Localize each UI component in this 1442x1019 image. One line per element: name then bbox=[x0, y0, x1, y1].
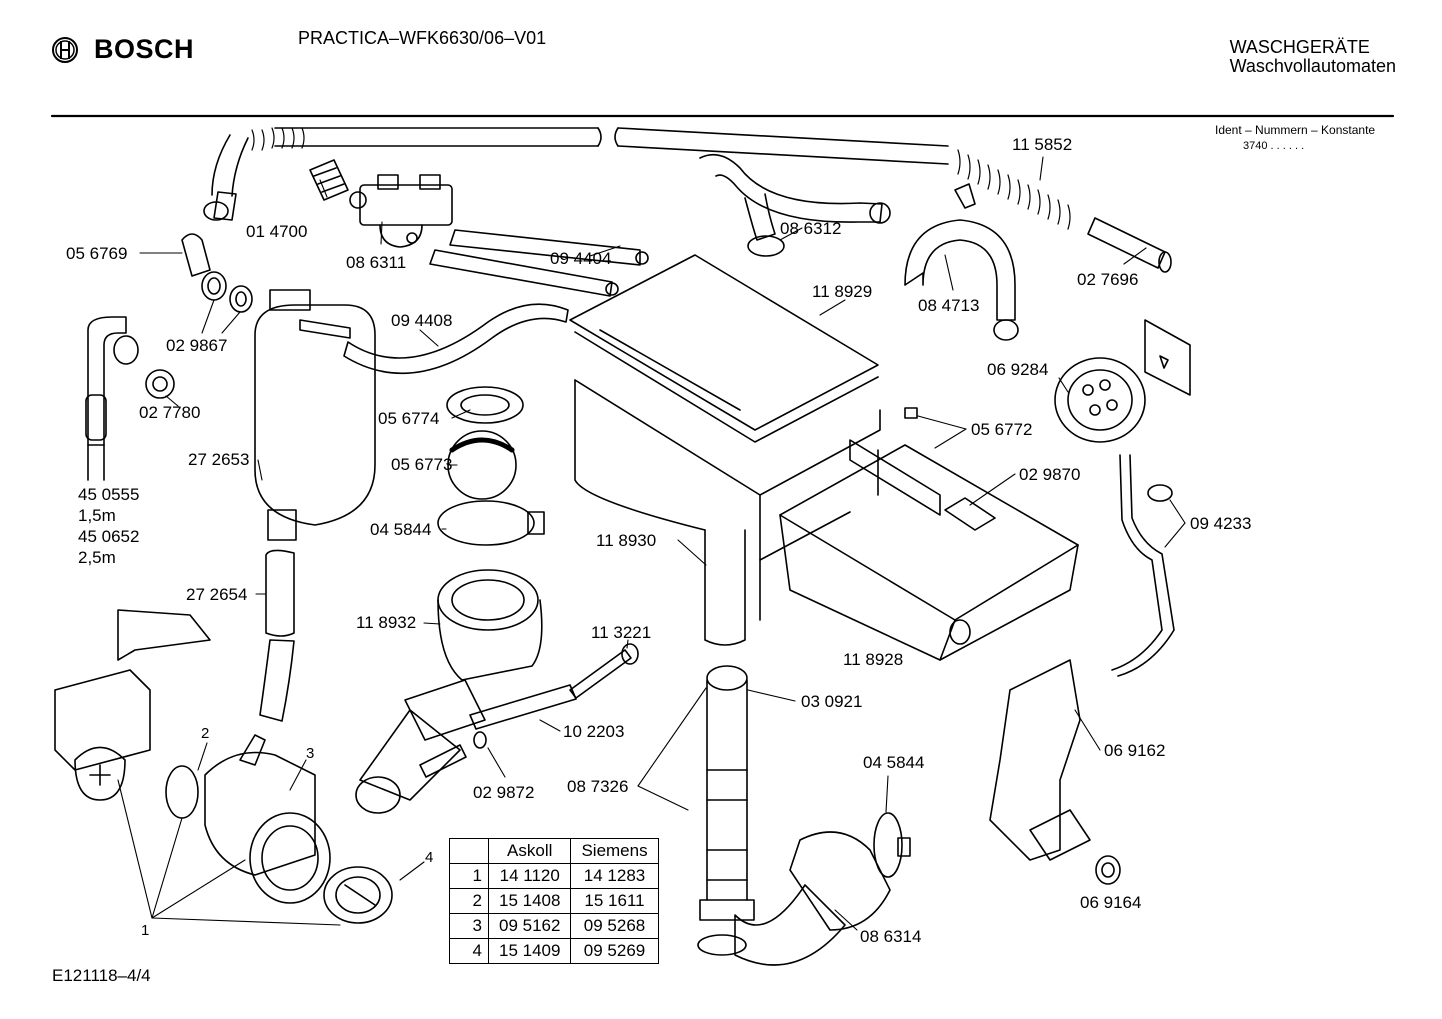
askoll-part: 15 1409 bbox=[487, 938, 572, 964]
category-line-2: Waschvollautomaten bbox=[1229, 56, 1396, 76]
label-113221: 11 3221 bbox=[591, 623, 651, 642]
label-029867: 02 9867 bbox=[166, 336, 227, 355]
table-header-row: Askoll Siemens bbox=[449, 838, 659, 864]
ident-code: 3740 . . . . . . bbox=[1243, 140, 1305, 152]
model-title: PRACTICA–WFK6630/06–V01 bbox=[298, 28, 547, 48]
brand-name: BOSCH bbox=[94, 34, 195, 64]
label-094404: 09 4404 bbox=[550, 249, 611, 268]
label-450652: 45 0652 bbox=[78, 527, 139, 546]
label-115852: 11 5852 bbox=[1012, 135, 1072, 154]
label-length-2: 2,5m bbox=[78, 548, 116, 567]
bosch-logo-icon bbox=[52, 36, 78, 63]
elbow-056769-drawing bbox=[181, 233, 211, 277]
pump-assembly-drawing bbox=[54, 609, 393, 924]
label-272654: 27 2654 bbox=[186, 585, 247, 604]
housing-118930-drawing bbox=[574, 379, 881, 646]
drawing-reference: E121118–4/4 bbox=[52, 966, 151, 985]
label-056774: 05 6774 bbox=[378, 409, 439, 428]
rod-113221-drawing bbox=[569, 649, 632, 699]
brand-block: BOSCH bbox=[50, 34, 194, 65]
hose-086312-drawing bbox=[699, 153, 883, 223]
askoll-part: 14 1120 bbox=[487, 863, 572, 889]
label-084713: 08 4713 bbox=[918, 296, 979, 315]
table-row: 1 14 1120 14 1283 bbox=[449, 863, 659, 889]
leader-lines bbox=[117, 156, 1186, 931]
label-118932: 11 8932 bbox=[356, 613, 416, 632]
label-029872: 02 9872 bbox=[473, 783, 534, 802]
label-094233: 09 4233 bbox=[1190, 514, 1251, 533]
category-block: WASCHGERÄTE Waschvollautomaten bbox=[1230, 38, 1396, 76]
row-index: 4 bbox=[449, 938, 489, 964]
label-118929: 11 8929 bbox=[812, 282, 872, 301]
clamp-084713-drawing bbox=[904, 219, 1016, 321]
askoll-part: 09 5162 bbox=[487, 913, 572, 939]
label-069164: 06 9164 bbox=[1080, 893, 1141, 912]
label-056769: 05 6769 bbox=[66, 244, 127, 263]
hose-087326-drawing bbox=[697, 665, 846, 966]
pressure-switch-069284-drawing bbox=[1054, 319, 1191, 443]
seal-056774-drawing bbox=[446, 386, 524, 424]
label-length-1: 1,5m bbox=[78, 506, 116, 525]
clamp-045844-drawing bbox=[437, 500, 535, 546]
ident-title: Ident – Nummern – Konstante bbox=[1215, 123, 1376, 137]
label-030921: 03 0921 bbox=[801, 692, 862, 711]
label-118928: 11 8928 bbox=[843, 650, 903, 669]
inlet-hose-drawing bbox=[203, 127, 1172, 273]
table-row: 2 15 1408 15 1611 bbox=[449, 888, 659, 914]
drain-hose-450555-drawing bbox=[87, 316, 127, 446]
siemens-part: 09 5269 bbox=[570, 938, 659, 964]
label-272653: 27 2653 bbox=[188, 450, 249, 469]
air-trap-272653-drawing bbox=[254, 289, 376, 722]
siemens-part: 09 5268 bbox=[570, 913, 659, 939]
label-029870: 02 9870 bbox=[1019, 465, 1080, 484]
category-line-1: WASCHGERÄTE bbox=[1229, 37, 1370, 57]
hose-094408-drawing bbox=[343, 303, 569, 375]
hose-094404-drawing bbox=[449, 229, 641, 266]
ident-block: Ident – Nummern – Konstante 3740 . . . .… bbox=[1215, 122, 1375, 154]
row-index: 3 bbox=[449, 913, 489, 939]
row-index: 1 bbox=[449, 863, 489, 889]
callout-3: 3 bbox=[306, 745, 314, 762]
label-118930: 11 8930 bbox=[596, 531, 656, 550]
bellows-086314-drawing bbox=[789, 831, 891, 931]
clamp-045844b-drawing bbox=[873, 812, 903, 878]
label-045844-b: 04 5844 bbox=[863, 753, 924, 772]
label-094408: 09 4408 bbox=[391, 311, 452, 330]
drawer-118929-drawing bbox=[569, 254, 879, 443]
hose-094233-drawing bbox=[1111, 454, 1163, 671]
siemens-part: 15 1611 bbox=[570, 888, 659, 914]
table-header-askoll: Askoll bbox=[487, 838, 572, 864]
callout-4: 4 bbox=[425, 849, 433, 866]
row-index: 2 bbox=[449, 888, 489, 914]
label-056773: 05 6773 bbox=[391, 455, 452, 474]
table-row: 3 09 5162 09 5268 bbox=[449, 913, 659, 939]
askoll-part: 15 1408 bbox=[487, 888, 572, 914]
callout-2: 2 bbox=[201, 725, 209, 742]
table-row: 4 15 1409 09 5269 bbox=[449, 938, 659, 964]
label-014700: 01 4700 bbox=[246, 222, 307, 241]
label-045844-a: 04 5844 bbox=[370, 520, 431, 539]
grommet-069164-drawing bbox=[1095, 855, 1121, 885]
siemens-part: 14 1283 bbox=[570, 863, 659, 889]
table-header-siemens: Siemens bbox=[570, 838, 659, 864]
sump-118932-drawing bbox=[355, 569, 577, 814]
label-086312: 08 6312 bbox=[780, 219, 841, 238]
label-086311: 08 6311 bbox=[346, 253, 406, 272]
label-027780: 02 7780 bbox=[139, 403, 200, 422]
label-069162: 06 9162 bbox=[1104, 741, 1165, 760]
callout-1: 1 bbox=[141, 922, 149, 939]
label-086314: 08 6314 bbox=[860, 927, 921, 946]
bracket-069162-drawing bbox=[989, 659, 1081, 861]
table-header-blank bbox=[449, 838, 489, 864]
label-069284: 06 9284 bbox=[987, 360, 1048, 379]
label-056772: 05 6772 bbox=[971, 420, 1032, 439]
label-102203: 10 2203 bbox=[563, 722, 624, 741]
parts-cross-reference-table: Askoll Siemens 1 14 1120 14 1283 2 15 14… bbox=[449, 838, 659, 964]
label-087326: 08 7326 bbox=[567, 777, 628, 796]
tray-118928-drawing bbox=[779, 407, 1079, 661]
label-450555: 45 0555 bbox=[78, 485, 139, 504]
label-027696: 02 7696 bbox=[1077, 270, 1138, 289]
